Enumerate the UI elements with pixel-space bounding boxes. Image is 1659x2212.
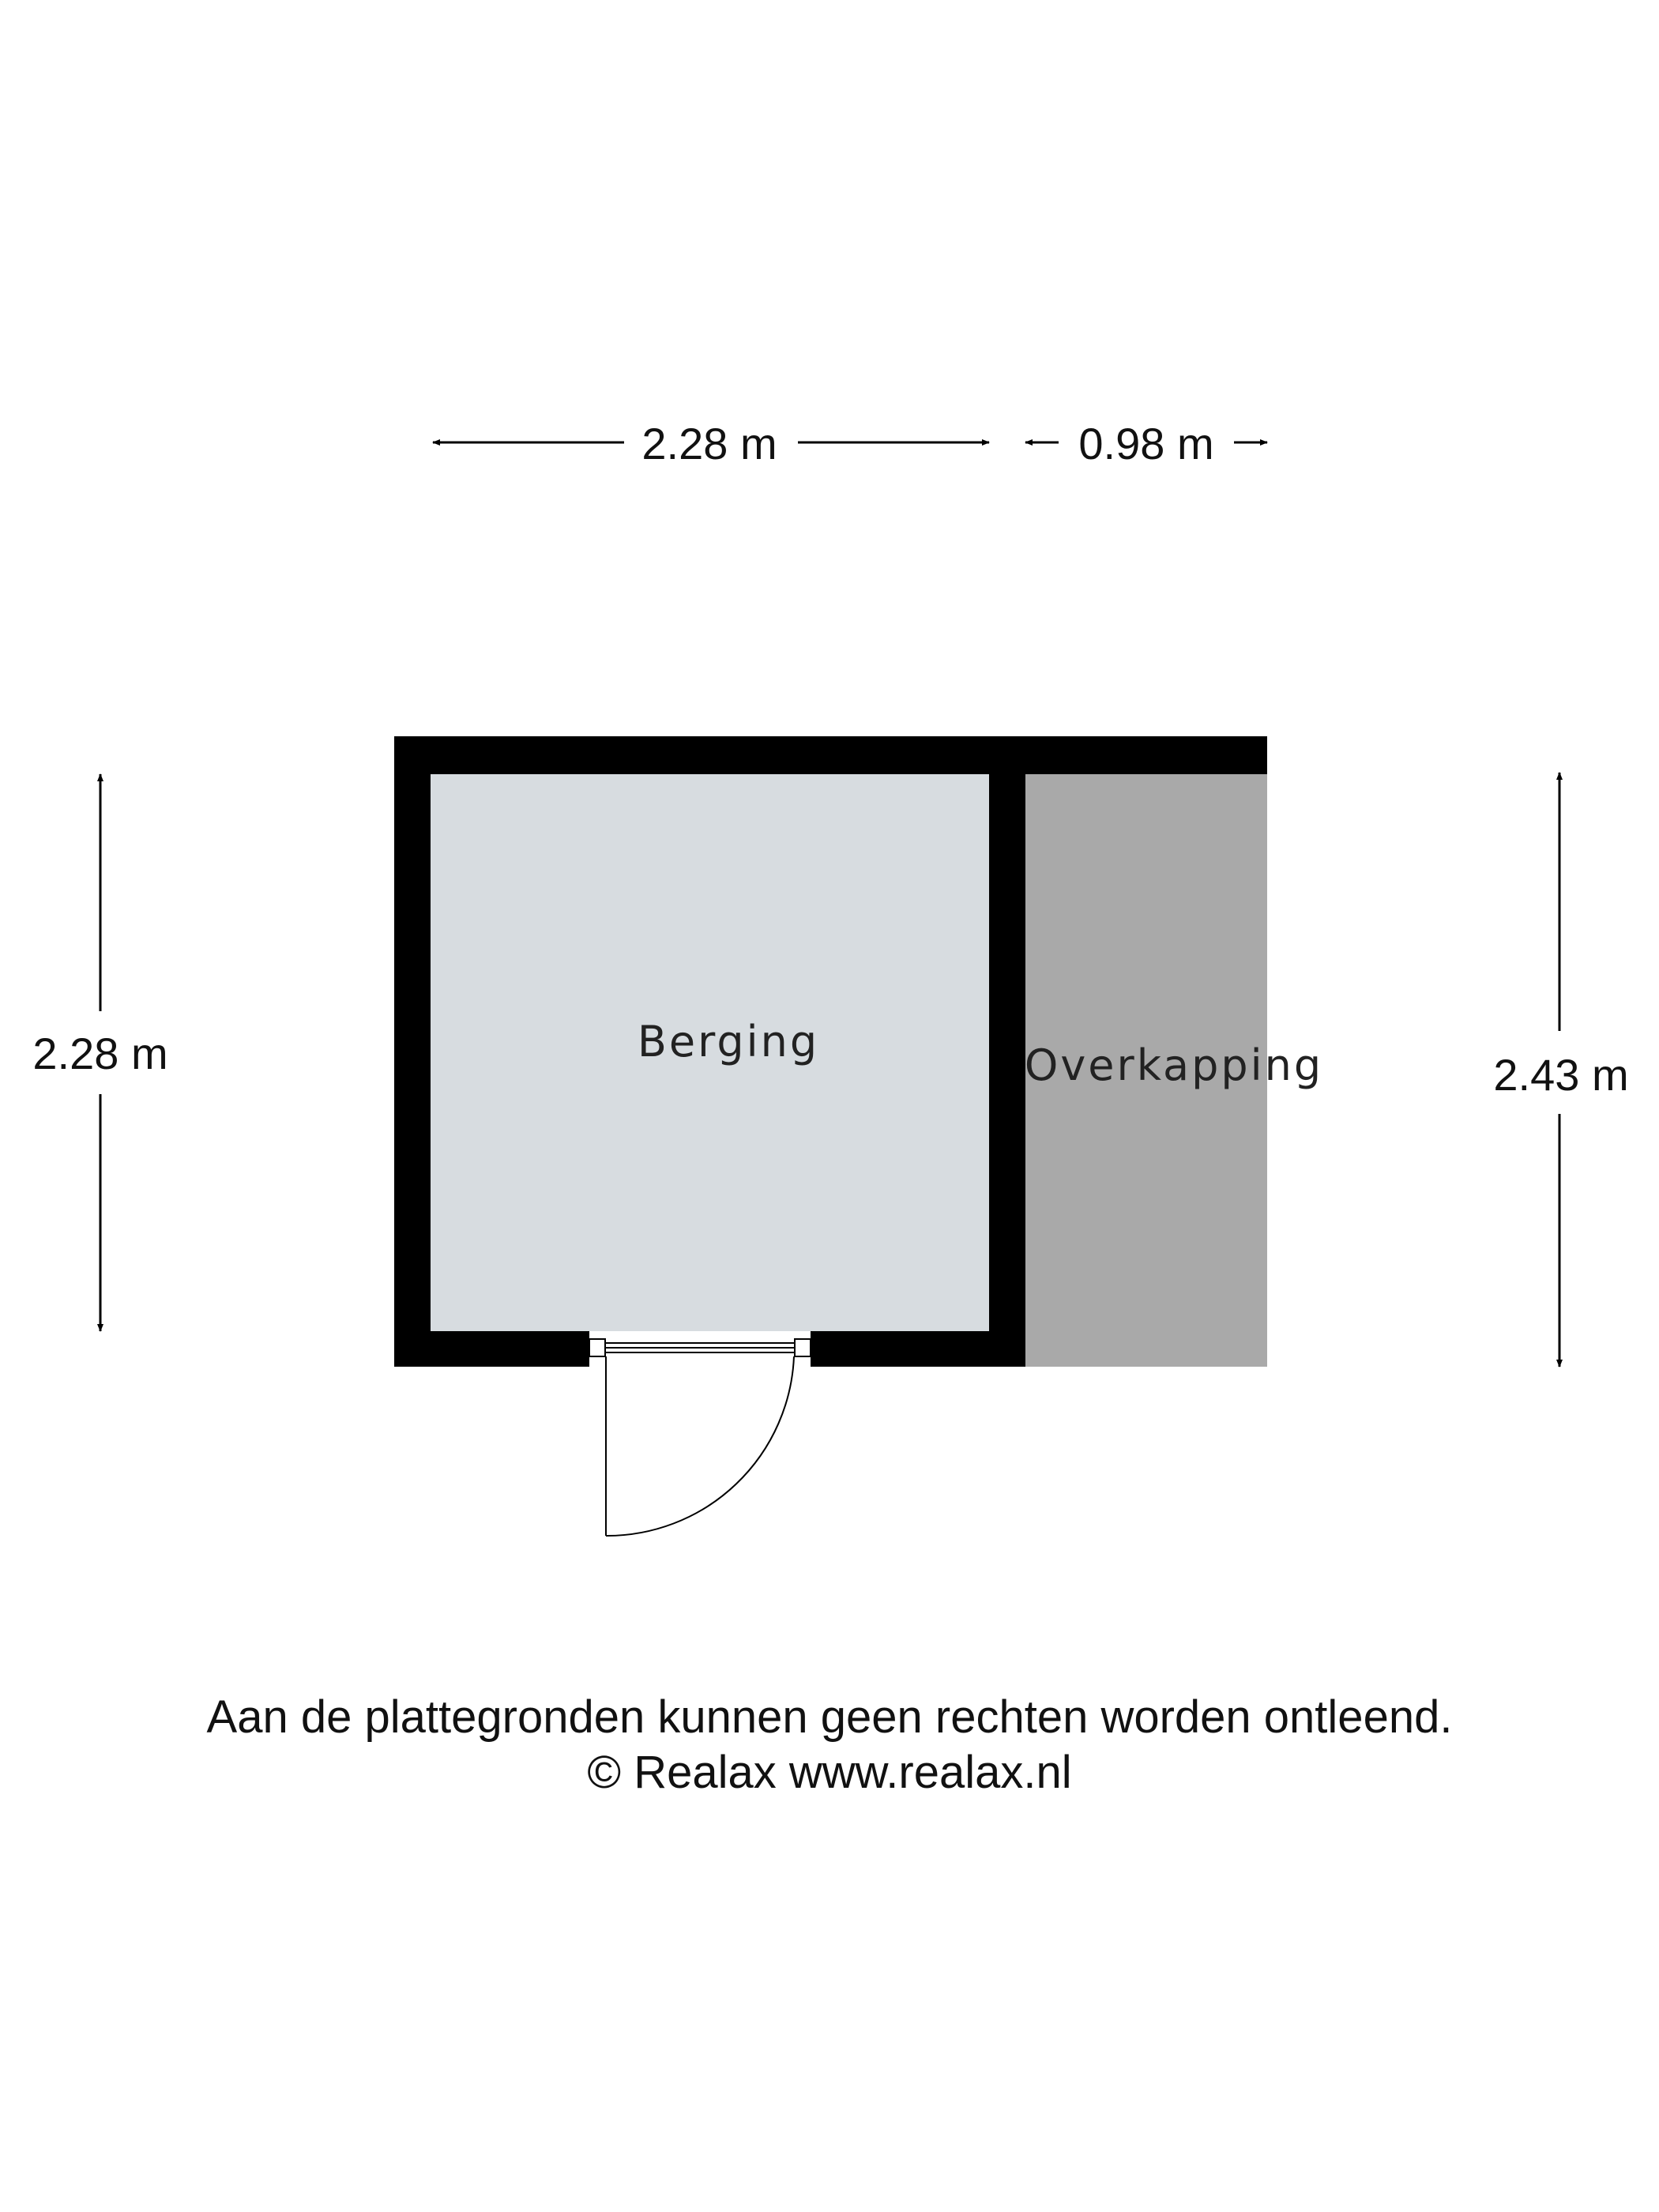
door-frame-left bbox=[589, 1338, 606, 1357]
dimension-right-label: 2.43 m bbox=[1493, 1050, 1628, 1100]
room-label-berging: Berging bbox=[638, 1017, 819, 1066]
walls bbox=[394, 736, 1267, 1367]
door-swing-arc bbox=[605, 1356, 795, 1537]
disclaimer-text: Aan de plattegronden kunnen geen rechten… bbox=[206, 1691, 1453, 1743]
wall-left bbox=[394, 736, 431, 1367]
wall-middle bbox=[989, 736, 1025, 1367]
dimension-top-left-label: 2.28 m bbox=[641, 419, 777, 468]
wall-bottom-right bbox=[811, 1331, 1025, 1367]
wall-top bbox=[394, 736, 1267, 774]
door-frame-right bbox=[794, 1338, 811, 1357]
dimension-top-right-label: 0.98 m bbox=[1078, 419, 1213, 468]
door bbox=[589, 1338, 811, 1537]
copyright-text: © Realax www.realax.nl bbox=[587, 1747, 1072, 1798]
berging-room bbox=[431, 773, 989, 1331]
room-label-overkapping: Overkapping bbox=[1025, 1040, 1323, 1090]
dimension-left-label: 2.28 m bbox=[32, 1029, 167, 1078]
wall-bottom-left bbox=[394, 1331, 589, 1367]
overkapping-area bbox=[1025, 774, 1267, 1367]
